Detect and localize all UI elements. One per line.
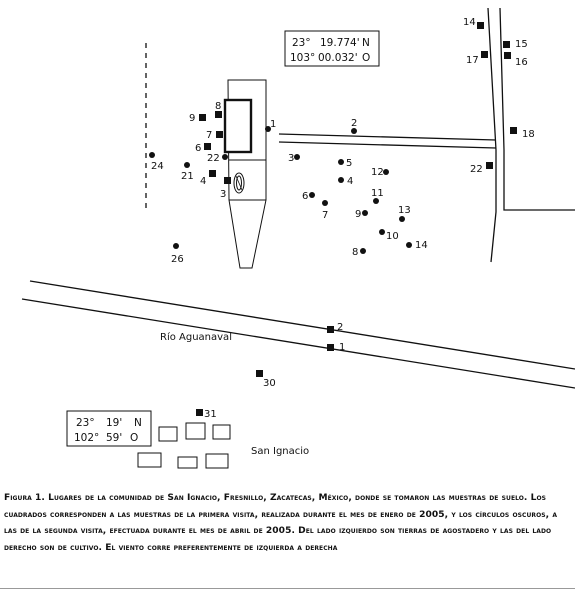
sampling-site-map: 23° 19.774' N 103° 00.032' O Río Aguanav… bbox=[21, 7, 575, 469]
square-marker-9 bbox=[199, 114, 206, 121]
square-marker-31 bbox=[196, 409, 203, 416]
sq-label-16: 16 bbox=[515, 57, 528, 68]
coord-lon-deg: 103° bbox=[290, 52, 315, 64]
circle-marker-7 bbox=[322, 200, 328, 206]
circle-marker-22 bbox=[222, 154, 228, 160]
circle-marker-1 bbox=[265, 126, 271, 132]
bottom-rule bbox=[0, 588, 575, 589]
square-marker-1b bbox=[327, 344, 334, 351]
circle-label-26: 26 bbox=[171, 254, 184, 265]
square-marker-4 bbox=[209, 170, 216, 177]
circle-marker-9 bbox=[362, 210, 368, 216]
figure-caption: Figura 1. Lugares de la comunidad de San… bbox=[4, 493, 558, 553]
circle-markers bbox=[149, 126, 412, 254]
circle-label-21: 21 bbox=[181, 171, 194, 182]
coord-lon-dir: O bbox=[362, 52, 370, 64]
coord2-lat-deg: 23° bbox=[76, 417, 95, 429]
coord-lat-deg: 23° bbox=[292, 37, 311, 49]
circle-label-22: 22 bbox=[207, 153, 220, 164]
square-marker-6 bbox=[204, 143, 211, 150]
circle-label-4: 4 bbox=[347, 176, 353, 187]
coord2-lat-dir: N bbox=[134, 417, 142, 429]
sq-label-14: 14 bbox=[463, 17, 476, 28]
river-label: Río Aguanaval bbox=[160, 331, 232, 343]
circle-label-8: 8 bbox=[352, 247, 358, 258]
circle-label-7: 7 bbox=[322, 210, 328, 221]
river-aguanaval bbox=[21, 280, 575, 389]
circle-marker-24 bbox=[149, 152, 155, 158]
circle-label-12: 12 bbox=[371, 167, 384, 178]
square-marker-22r bbox=[486, 162, 493, 169]
circle-label-10: 10 bbox=[386, 231, 399, 242]
circle-marker-5 bbox=[338, 159, 344, 165]
circle-label-1: 1 bbox=[270, 119, 276, 130]
circle-label-6: 6 bbox=[302, 191, 308, 202]
sq-label-15: 15 bbox=[515, 39, 528, 50]
coord2-lon-dir: O bbox=[130, 432, 138, 444]
square-marker-15 bbox=[503, 41, 510, 48]
coord-lat-dir: N bbox=[362, 37, 370, 49]
sq-label-1-bottom: 1 bbox=[339, 342, 345, 353]
circle-marker-21 bbox=[184, 162, 190, 168]
sq-label-8: 8 bbox=[215, 101, 221, 112]
circle-label-9: 9 bbox=[355, 209, 361, 220]
coordinate-box-bottom: 23° 19' N 102° 59' O bbox=[66, 410, 152, 447]
sq-label-18: 18 bbox=[522, 129, 535, 140]
sq-label-22-right: 22 bbox=[470, 164, 483, 175]
coord-lat-min: 19.774' bbox=[320, 37, 360, 49]
central-structure bbox=[223, 79, 267, 269]
square-marker-16 bbox=[504, 52, 511, 59]
circle-marker-10 bbox=[379, 229, 385, 235]
coord2-lat-min: 19' bbox=[106, 417, 122, 429]
sq-label-7: 7 bbox=[206, 130, 212, 141]
square-markers bbox=[196, 22, 517, 416]
square-marker-14 bbox=[477, 22, 484, 29]
circle-marker-4 bbox=[338, 177, 344, 183]
square-marker-30 bbox=[256, 370, 263, 377]
circle-marker-8 bbox=[360, 248, 366, 254]
sq-label-9: 9 bbox=[189, 113, 195, 124]
circle-marker-6 bbox=[309, 192, 315, 198]
sq-label-31: 31 bbox=[204, 409, 217, 420]
coord-lon-min: 00.032' bbox=[318, 52, 358, 64]
sq-label-4: 4 bbox=[200, 176, 206, 187]
square-marker-18 bbox=[510, 127, 517, 134]
circle-marker-12 bbox=[383, 169, 389, 175]
town-blocks bbox=[137, 422, 231, 469]
circle-label-2: 2 bbox=[351, 118, 357, 129]
square-marker-17 bbox=[481, 51, 488, 58]
circle-marker-3 bbox=[294, 154, 300, 160]
sq-label-6: 6 bbox=[195, 143, 201, 154]
coord2-lon-deg: 102° bbox=[74, 432, 99, 444]
road-vertical bbox=[487, 7, 575, 263]
sq-label-17: 17 bbox=[466, 55, 479, 66]
square-marker-8 bbox=[215, 111, 222, 118]
sq-label-30: 30 bbox=[263, 378, 276, 389]
square-marker-2b bbox=[327, 326, 334, 333]
circle-marker-2 bbox=[351, 128, 357, 134]
square-marker-3 bbox=[224, 177, 231, 184]
road-horizontal bbox=[278, 133, 497, 149]
circle-label-14: 14 bbox=[415, 240, 428, 251]
circle-label-24: 24 bbox=[151, 161, 164, 172]
circle-marker-13 bbox=[399, 216, 405, 222]
sq-label-3: 3 bbox=[220, 189, 226, 200]
circle-label-3: 3 bbox=[288, 153, 294, 164]
circle-label-5: 5 bbox=[346, 158, 352, 169]
coord2-lon-min: 59' bbox=[106, 432, 122, 444]
square-marker-7 bbox=[216, 131, 223, 138]
circle-marker-26 bbox=[173, 243, 179, 249]
circle-marker-11 bbox=[373, 198, 379, 204]
circle-label-13: 13 bbox=[398, 205, 411, 216]
marker-labels: 8 9 7 6 4 3 14 15 17 16 18 22 2 1 30 31 … bbox=[151, 17, 535, 420]
circle-marker-14 bbox=[406, 242, 412, 248]
coordinate-box-top: 23° 19.774' N 103° 00.032' O bbox=[284, 30, 380, 67]
sq-label-2-bottom: 2 bbox=[337, 322, 343, 333]
circle-label-11: 11 bbox=[371, 188, 384, 199]
town-label: San Ignacio bbox=[251, 446, 309, 457]
